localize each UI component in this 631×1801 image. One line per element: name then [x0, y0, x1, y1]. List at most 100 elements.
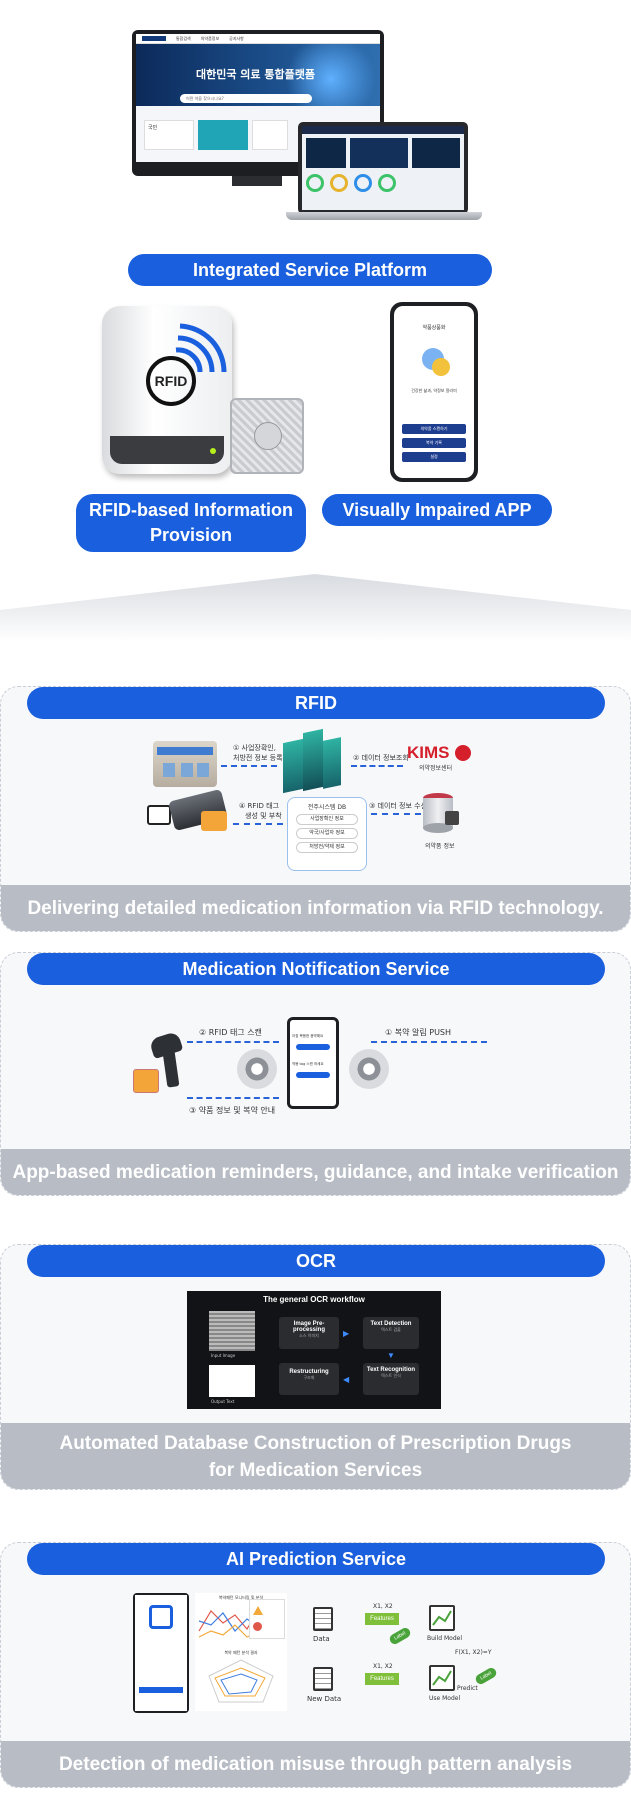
notif-phone-button[interactable] [296, 1072, 330, 1078]
rfid-section: RFID ① 사업장확인, 처방전 정보 등록 ② 데이터 정보조회 KIMS … [0, 686, 631, 932]
predict-label: Predict [457, 1685, 478, 1692]
ocr-box-label: Text Recognition [366, 1367, 416, 1373]
ocr-input-label: Input Image [211, 1353, 236, 1358]
rfid-reader-device: RFID [102, 306, 232, 474]
ocr-caption-line2: for Medication Services [208, 1460, 423, 1481]
ai-chart-title: 복약패턴 모니터링 및 분석 [218, 1595, 264, 1600]
laptop-gauges [306, 174, 460, 204]
ocr-box-recognition: Text Recognition 텍스트 인식 [363, 1363, 419, 1395]
data-doc-icon [313, 1607, 333, 1631]
arrow-line-3 [371, 813, 421, 815]
rfid-reader-base [110, 436, 224, 464]
hero-section: 통합검색 의약품정보 공지사항 대한민국 의료 통합플랫폼 어떤 약을 찾으시나… [0, 0, 631, 642]
monitor-nav-3: 공지사항 [229, 35, 244, 41]
kims-sub: 의약정보센터 [419, 765, 453, 772]
ocr-box-label: Restructuring [289, 1369, 329, 1375]
phone-button-scan[interactable]: 의약품 스캔하기 [402, 424, 466, 434]
laptop-screen [302, 126, 464, 210]
phone-button-record[interactable]: 복약 기록 [402, 438, 466, 448]
notification-section: Medication Notification Service ② RFID 태… [0, 952, 631, 1196]
ocr-box-label: Text Detection [370, 1321, 412, 1327]
ai-radar-chart [208, 1659, 274, 1703]
gauge [330, 174, 348, 192]
ocr-section-title: OCR [27, 1245, 605, 1277]
rfid-info-label: RFID-based Information Provision [76, 494, 306, 552]
ocr-box-preprocess: Image Pre-processing 소스 이미지 [279, 1317, 339, 1349]
rfid-info-label-line1: RFID-based Information [88, 500, 293, 520]
notification-phone: 아침 복용한 음약해요 약봉 tag 스캔 하세요 [287, 1017, 339, 1109]
rfid-step3: ③ 데이터 정보 수신 [369, 802, 428, 810]
ocr-caption: Automated Database Construction of Presc… [1, 1423, 630, 1489]
label-tag-top: Label [387, 1626, 413, 1646]
push-label: ① 복약 알림 PUSH [385, 1028, 452, 1037]
db-item: 약국/사업자 정보 [296, 828, 358, 839]
gauge [354, 174, 372, 192]
ocr-box-detection: Text Detection 텍스트 검출 [363, 1317, 419, 1349]
notif-phone-line1: 아침 복용한 음약해요 [292, 1034, 324, 1038]
ai-section-title: AI Prediction Service [27, 1543, 605, 1575]
label-tag-bottom: Label [473, 1666, 499, 1686]
arrow-right-icon: ▶ [343, 1329, 350, 1338]
visually-impaired-app-label: Visually Impaired APP [322, 494, 552, 526]
new-data-doc-icon [313, 1667, 333, 1691]
ocr-box-sub: 텍스트 검출 [381, 1327, 401, 1332]
new-data-label: New Data [307, 1695, 342, 1703]
radar-series-orange [214, 1667, 266, 1697]
building-window [163, 763, 175, 777]
speaker-left-icon [237, 1049, 277, 1089]
platform-label: Integrated Service Platform [128, 254, 492, 286]
ai-app-button[interactable] [139, 1687, 183, 1693]
rfid-waves-icon [175, 323, 227, 373]
monitor-top-nav: 통합검색 의약품정보 공지사항 [136, 34, 380, 44]
ocr-output-label: Output Text [211, 1399, 235, 1404]
ocr-box-label: Image Pre-processing [292, 1321, 325, 1333]
x-label-bottom: X1, X2 [373, 1663, 393, 1670]
ai-app-screen [133, 1593, 189, 1713]
ai-radar-title: 복약 패턴 분석 결과 [224, 1650, 258, 1655]
laptop-panel-2 [350, 138, 408, 168]
speaker-right-icon [349, 1049, 389, 1089]
radar-grid [208, 1659, 274, 1703]
monitor-banner: 대한민국 의료 통합플랫폼 어떤 약을 찾으시나요? [136, 44, 380, 106]
rfid-section-title: RFID [27, 687, 605, 719]
laptop-mockup [298, 122, 468, 214]
ocr-box-restructuring: Restructuring 구조화 [279, 1363, 339, 1395]
lock-icon [445, 811, 459, 825]
build-model-icon [429, 1605, 455, 1631]
data-label: Data [313, 1635, 330, 1643]
monitor-screen: 통합검색 의약품정보 공지사항 대한민국 의료 통합플랫폼 어떤 약을 찾으시나… [136, 34, 380, 162]
monitor-search-input[interactable]: 어떤 약을 찾으시나요? [180, 94, 312, 103]
build-label: Build Model [427, 1635, 462, 1642]
rfid-caption: Delivering detailed medication informati… [1, 885, 630, 931]
ocr-box-sub: 텍스트 인식 [381, 1373, 401, 1378]
medicine-pack-icon [133, 1069, 159, 1093]
arrow-guide [187, 1097, 279, 1099]
monitor-nav-2: 의약품정보 [200, 35, 220, 41]
arrow-down-icon: ▼ [387, 1351, 395, 1360]
arrow-scan [187, 1041, 279, 1043]
phone-button-settings[interactable]: 설정 [402, 452, 466, 462]
db-title: 전주시스템 DB [307, 804, 347, 811]
rfid-led-icon [210, 448, 216, 454]
rfid-tag-icon [147, 805, 171, 825]
db-item: 처방전/약제 정보 [296, 842, 358, 853]
ocr-caption-line1: Automated Database Construction of Presc… [59, 1433, 572, 1454]
features-bottom: Features [365, 1673, 399, 1685]
pharmacy-building-icon [153, 741, 217, 787]
notif-phone-button[interactable] [296, 1044, 330, 1050]
ocr-input-doc [209, 1311, 255, 1351]
rfid-step1b: 처방전 정보 등록 [233, 754, 283, 762]
phone-pill-illustration-icon-2 [432, 358, 450, 376]
arrow-left-icon: ◀ [343, 1375, 350, 1384]
radar-series-blue [220, 1673, 258, 1695]
rfid-step4b: 생성 및 부착 [245, 812, 282, 820]
building-window [181, 763, 193, 777]
ai-alert-panel [249, 1599, 285, 1639]
error-icon [253, 1622, 262, 1631]
monitor-stand [232, 176, 282, 186]
ai-app-screen-inner [135, 1595, 187, 1711]
laptop-base [286, 212, 482, 220]
rfid-tag-chip [230, 398, 304, 474]
pill-box-icon [149, 1605, 173, 1629]
arrow-line-1 [221, 765, 277, 767]
